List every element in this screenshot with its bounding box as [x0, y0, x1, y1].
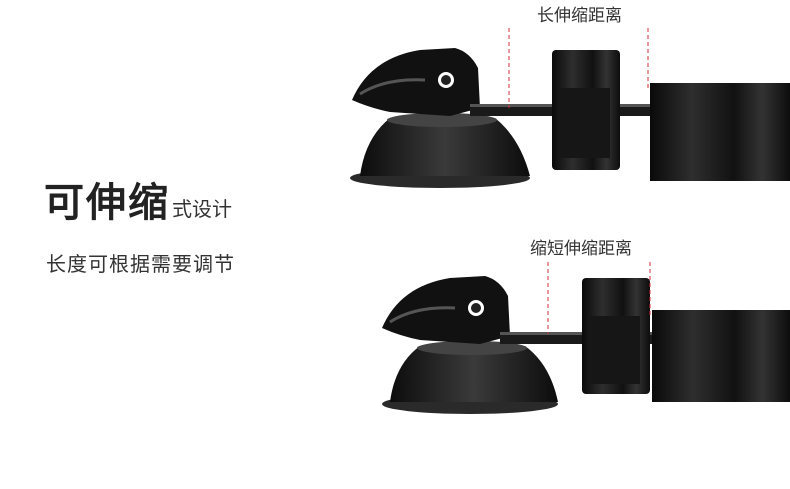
- subheadline: 长度可根据需要调节: [46, 252, 235, 276]
- product-image-extended: [330, 28, 790, 198]
- device-extended-illustration: [350, 28, 790, 188]
- product-image-shortened: [330, 262, 790, 432]
- headline: 可伸缩式设计: [44, 183, 232, 223]
- device-shortened-illustration: [382, 262, 790, 414]
- caption-extended: 长伸缩距离: [537, 6, 622, 26]
- headline-main: 可伸缩: [44, 180, 170, 226]
- headline-suffix: 式设计: [172, 197, 232, 221]
- caption-shortened: 缩短伸缩距离: [530, 239, 632, 259]
